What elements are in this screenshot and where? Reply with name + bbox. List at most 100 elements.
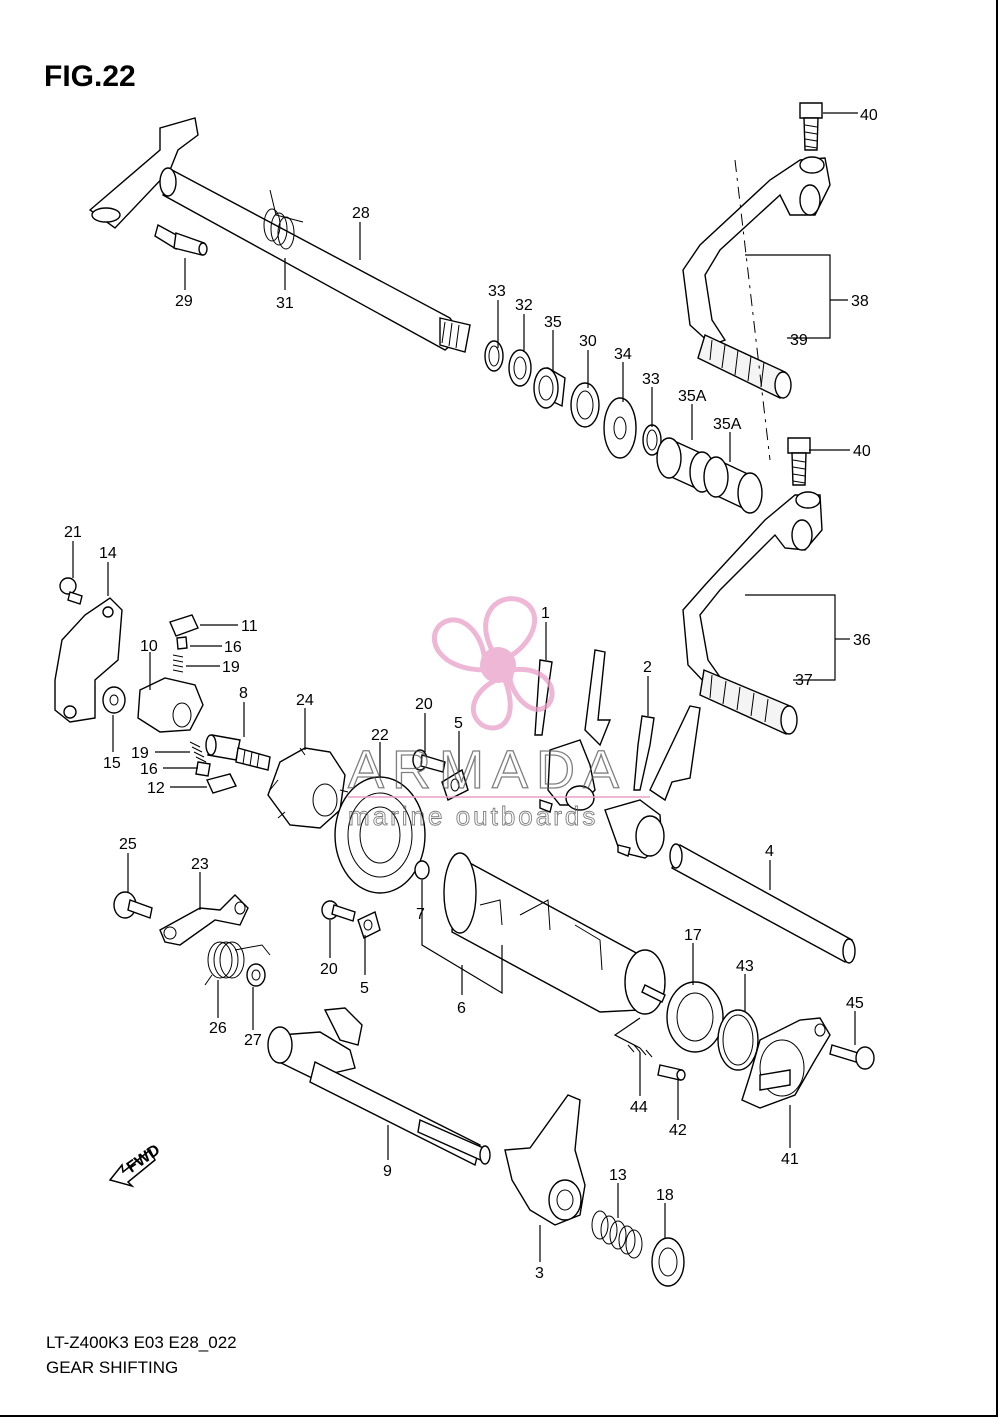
callout-19-lower: 19 — [131, 745, 149, 762]
callout-5-lower: 5 — [360, 980, 369, 997]
pin-7 — [414, 860, 430, 880]
callout-43: 43 — [736, 958, 754, 975]
shift-cam-drum-6 — [443, 852, 666, 1015]
seal-18 — [651, 1237, 685, 1287]
bolt-21 — [59, 577, 83, 605]
callout-8: 8 — [239, 685, 248, 702]
callout-15: 15 — [103, 755, 121, 772]
callout-10: 10 — [140, 638, 158, 655]
return-spring-31 — [263, 189, 304, 250]
callout-13: 13 — [609, 1167, 627, 1184]
shift-shaft-upper — [88, 117, 471, 353]
callout-26: 26 — [209, 1020, 227, 1037]
seal-30 — [570, 382, 600, 428]
pin-16-upper — [176, 636, 188, 650]
washer-5-lower — [357, 911, 381, 939]
washer-32 — [508, 349, 532, 387]
callout-36: 36 — [853, 632, 871, 649]
o-ring-43 — [717, 1009, 759, 1071]
pawl-12 — [206, 773, 237, 794]
callout-3: 3 — [535, 1265, 544, 1282]
circlip-33-b — [642, 424, 662, 456]
forward-arrow-icon: FWD — [108, 1142, 164, 1188]
callout-29: 29 — [175, 293, 193, 310]
forward-arrow-label: FWD — [124, 1142, 164, 1177]
pin-16-lower — [195, 761, 211, 777]
pin-42 — [657, 1064, 686, 1081]
callout-4: 4 — [765, 843, 774, 860]
lever-23 — [159, 894, 249, 946]
leader-lines — [72, 112, 858, 1262]
callout-34: 34 — [614, 346, 632, 363]
callout-42: 42 — [669, 1122, 687, 1139]
figure-title: FIG.22 — [44, 60, 136, 93]
callout-14: 14 — [99, 545, 117, 562]
watermark-brand: ARMADA — [348, 740, 627, 800]
callout-40-lower: 40 — [853, 443, 871, 460]
washer-15 — [102, 686, 126, 714]
watermark-tagline: marine outboards — [348, 801, 598, 831]
cam-stopper-10 — [137, 677, 204, 733]
callout-45: 45 — [846, 995, 864, 1012]
bearing-17 — [666, 981, 724, 1053]
washer-34 — [603, 397, 637, 459]
washer-5-upper — [441, 768, 469, 801]
callout-16-upper: 16 — [224, 639, 242, 656]
callout-7: 7 — [416, 906, 425, 923]
screw-20-upper — [412, 749, 446, 773]
circlip-33-a — [484, 340, 504, 372]
callout-37: 37 — [795, 672, 813, 689]
callout-32: 32 — [515, 297, 533, 314]
callout-18: 18 — [656, 1187, 674, 1204]
callout-28: 28 — [352, 205, 370, 222]
callout-35: 35 — [544, 314, 562, 331]
callout-9: 9 — [383, 1163, 392, 1180]
model-code: LT-Z400K3 E03 E28_022 — [46, 1333, 237, 1352]
shift-fork-2 — [604, 705, 701, 859]
spring-13 — [591, 1210, 643, 1259]
callout-31: 31 — [276, 295, 294, 312]
callout-35A-b: 35A — [713, 416, 742, 433]
callout-6: 6 — [457, 1000, 466, 1017]
callout-33-a: 33 — [488, 283, 506, 300]
screw-20-lower — [321, 900, 356, 922]
bolt-40-lower — [787, 437, 811, 486]
callout-44: 44 — [630, 1099, 648, 1116]
section-name: GEAR SHIFTING — [46, 1358, 179, 1377]
gearshift-lever-lower — [682, 491, 823, 736]
callout-19-upper: 19 — [222, 659, 240, 676]
callout-24: 24 — [296, 692, 314, 709]
callout-25: 25 — [119, 836, 137, 853]
gearshift-shaft-9 — [267, 1007, 491, 1167]
watermark: ARMADA marine outboards — [347, 596, 650, 831]
bearing-35 — [533, 366, 566, 409]
spring-19-lower — [189, 741, 207, 763]
callout-20-upper: 20 — [415, 696, 433, 713]
fork-shaft-4 — [669, 843, 856, 964]
washer-27 — [246, 963, 266, 987]
spring-44 — [627, 1044, 653, 1058]
callout-16-lower: 16 — [140, 761, 158, 778]
callout-23: 23 — [191, 856, 209, 873]
gear-shift-cam-24 — [267, 747, 349, 829]
callout-1: 1 — [541, 605, 550, 622]
callout-20-lower: 20 — [320, 961, 338, 978]
callout-33-b: 33 — [642, 371, 660, 388]
cover-41 — [741, 1017, 831, 1109]
callout-12: 12 — [147, 780, 165, 797]
callout-27: 27 — [244, 1032, 262, 1049]
plate-14 — [54, 597, 123, 723]
propeller-logo-icon — [432, 596, 555, 731]
bolt-40-upper — [799, 102, 823, 151]
pawl-11 — [169, 614, 199, 637]
callout-41: 41 — [781, 1151, 799, 1168]
bushing-35A-b — [703, 456, 763, 514]
bolt-45 — [829, 1044, 875, 1070]
callout-17: 17 — [684, 927, 702, 944]
callout-30: 30 — [579, 333, 597, 350]
callout-2: 2 — [643, 659, 652, 676]
gearshift-lever-upper — [682, 156, 831, 461]
